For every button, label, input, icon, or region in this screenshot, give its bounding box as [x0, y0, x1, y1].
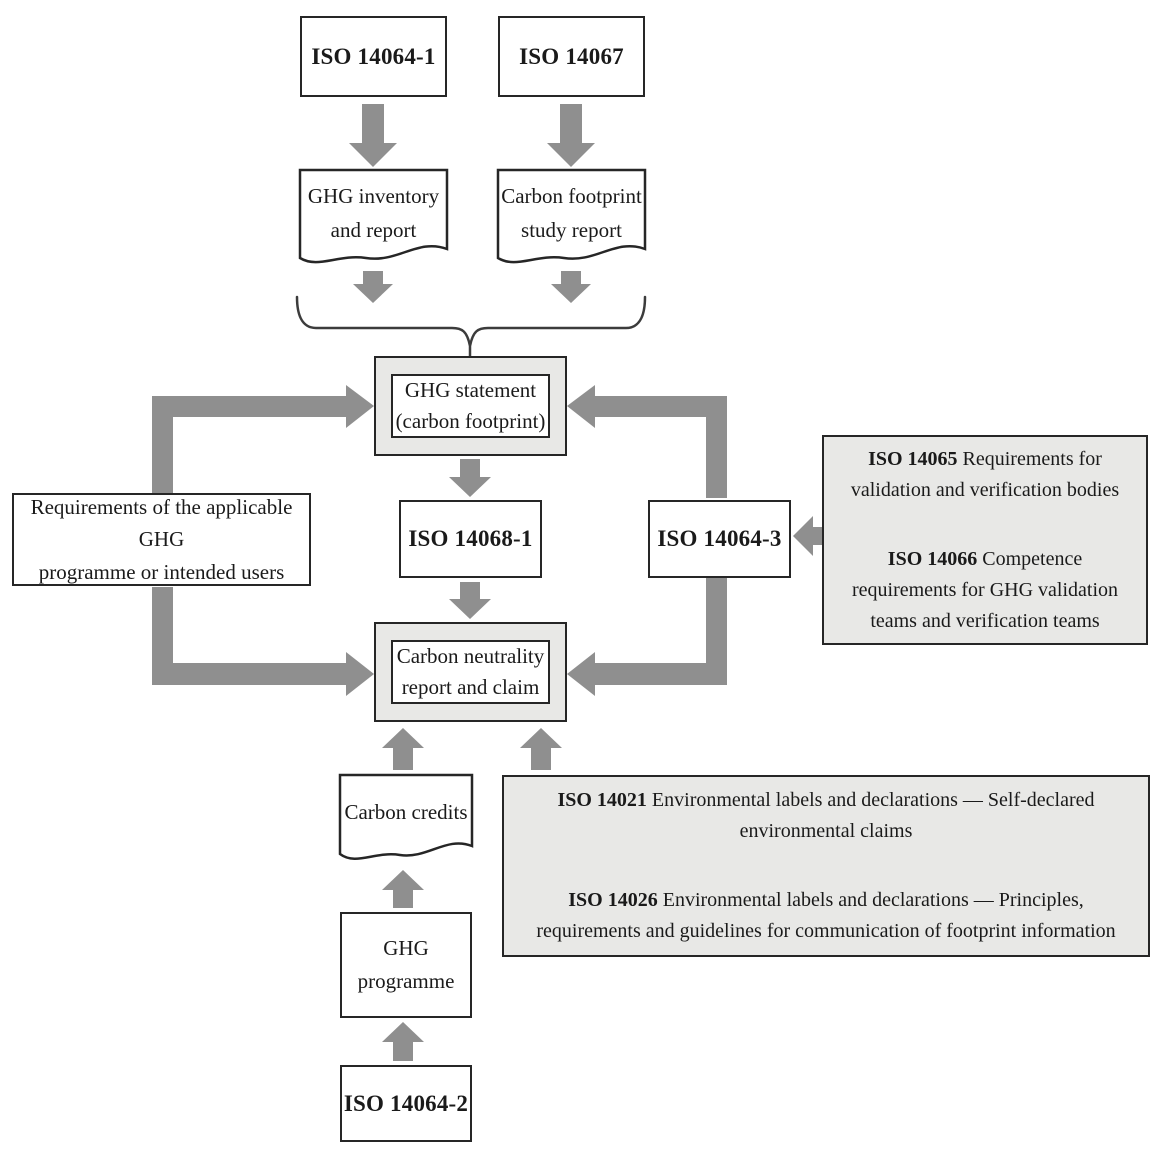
elbow-arrow-iso14064-3-to-statement-icon	[567, 385, 727, 498]
elbow-arrow-requirements-to-statement-icon	[152, 385, 374, 493]
standard-description: Environmental labels and declarations — …	[536, 889, 1116, 942]
arrow-statement-to-iso14068-icon	[449, 459, 491, 497]
node-iso-14068-1: ISO 14068-1	[399, 500, 542, 578]
node-iso-14064-1: ISO 14064-1	[300, 16, 447, 97]
node-text: GHG statement (carbon footprint)	[395, 377, 546, 434]
document-shape-carbon-footprint	[496, 168, 647, 264]
panel-item-iso-14021: ISO 14021 Environmental labels and decla…	[522, 785, 1130, 847]
node-requirements: Requirements of the applicable GHG progr…	[12, 493, 311, 586]
arrow-iso14064-1-to-inventory-icon	[349, 104, 397, 167]
standard-description: Requirements for validation and verifica…	[850, 447, 1120, 501]
standard-description: Environmental labels and declarations — …	[646, 789, 1095, 842]
panel-item-iso-14066: ISO 14066 Competence requirements for GH…	[842, 544, 1128, 637]
node-text: GHG programme	[357, 936, 455, 993]
document-shape-ghg-inventory	[298, 168, 449, 264]
arrow-iso14068-to-neutrality-icon	[449, 582, 491, 619]
panel-item-iso-14065: ISO 14065 Requirements for validation an…	[842, 444, 1128, 506]
node-iso-14067: ISO 14067	[498, 16, 645, 97]
node-iso-14064-3: ISO 14064-3	[648, 500, 791, 578]
document-label-ghg-inventory: GHG inventory and report	[300, 181, 447, 247]
standard-code: ISO 14026	[568, 889, 658, 911]
arrow-programme-to-credits-icon	[382, 870, 424, 908]
panel-labels-declarations: ISO 14021 Environmental labels and decla…	[502, 775, 1150, 957]
panel-verification-standards: ISO 14065 Requirements for validation an…	[822, 435, 1148, 645]
node-ghg-statement: GHG statement (carbon footprint)	[374, 356, 567, 456]
brace-combine-icon	[295, 295, 647, 358]
node-label: ISO 14064-1	[311, 43, 436, 69]
elbow-arrow-iso14064-3-to-neutrality-icon	[567, 578, 727, 696]
node-ghg-statement-inner: GHG statement (carbon footprint)	[391, 374, 550, 438]
arrow-verification-panel-to-iso14064-3-icon	[793, 516, 823, 556]
node-iso-14064-2: ISO 14064-2	[340, 1065, 472, 1142]
standard-code: ISO 14066	[887, 547, 978, 570]
document-text: GHG inventory and report	[307, 184, 440, 242]
standard-code: ISO 14065	[868, 447, 958, 470]
node-ghg-programme: GHG programme	[340, 912, 472, 1018]
node-label: ISO 14064-3	[657, 526, 782, 551]
document-label-carbon-credits: Carbon credits	[340, 790, 472, 835]
arrow-iso14064-2-to-programme-icon	[382, 1022, 424, 1061]
node-text: Carbon neutrality report and claim	[396, 643, 545, 700]
arrow-credits-to-neutrality-icon	[382, 728, 424, 770]
node-label: ISO 14067	[519, 43, 624, 69]
node-text: Requirements of the applicable GHG progr…	[30, 494, 293, 584]
document-label-carbon-footprint: Carbon footprint study report	[498, 181, 645, 247]
node-carbon-neutrality: Carbon neutrality report and claim	[374, 622, 567, 722]
document-text: Carbon footprint study report	[501, 184, 642, 242]
arrow-footprint-to-brace-icon	[551, 271, 591, 303]
arrow-iso14067-to-footprint-icon	[547, 104, 595, 167]
elbow-arrow-requirements-to-neutrality-icon	[152, 587, 374, 696]
arrow-inventory-to-brace-icon	[353, 271, 393, 303]
standard-description: Competence requirements for GHG validati…	[851, 547, 1119, 632]
node-label: ISO 14064-2	[343, 1090, 469, 1116]
standard-code: ISO 14021	[557, 789, 647, 811]
arrow-labels-panel-to-neutrality-icon	[520, 728, 562, 770]
document-text: Carbon credits	[344, 799, 468, 824]
node-label: ISO 14068-1	[408, 526, 533, 551]
document-shape-carbon-credits	[338, 773, 474, 860]
node-carbon-neutrality-inner: Carbon neutrality report and claim	[391, 640, 550, 704]
panel-item-iso-14026: ISO 14026 Environmental labels and decla…	[522, 885, 1130, 947]
